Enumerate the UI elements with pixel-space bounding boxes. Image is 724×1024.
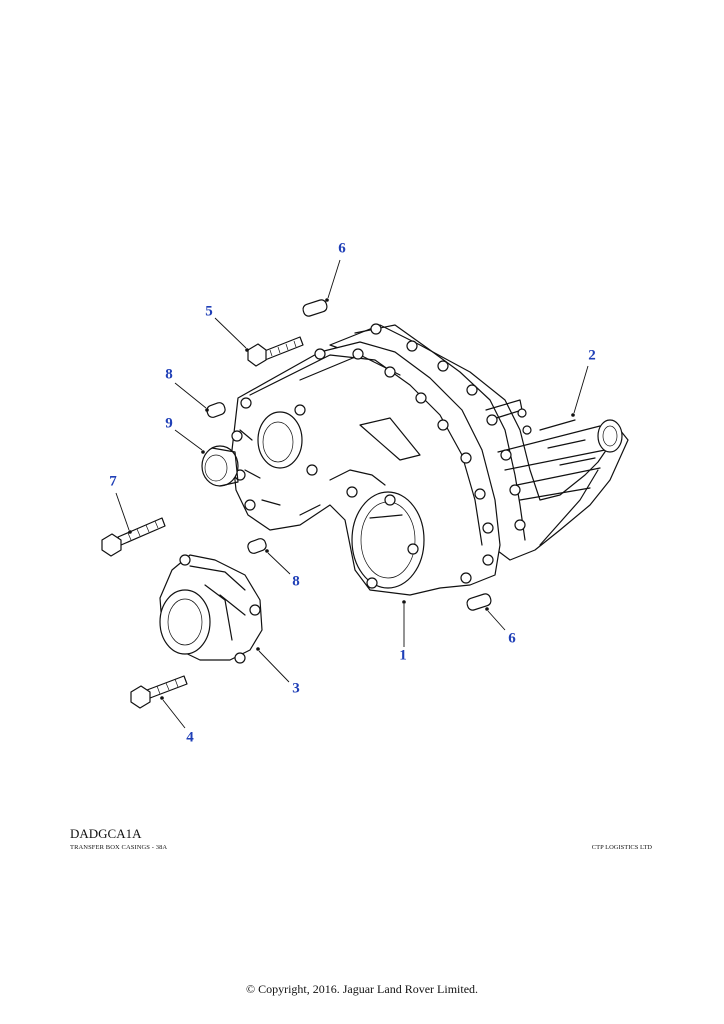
diagram-subtitle: TRANSFER BOX CASINGS - 38A (70, 844, 168, 851)
bolt-4 (130, 675, 188, 709)
diagram-code: DADGCA1A (70, 826, 142, 841)
callout-c2[interactable]: 2 (588, 347, 596, 364)
callout-c1[interactable]: 1 (399, 647, 407, 664)
dowel-upper (206, 402, 226, 418)
callout-c8a[interactable]: 8 (165, 366, 173, 383)
supplier-name: CTP LOGISTICS LTD (591, 844, 652, 851)
callout-c6b[interactable]: 6 (508, 630, 516, 647)
seal (201, 445, 239, 487)
leader-lines (115, 259, 589, 729)
dowel-lower (247, 538, 267, 554)
dowel-right (466, 593, 492, 611)
callout-c6a[interactable]: 6 (338, 240, 346, 257)
callout-c8b[interactable]: 8 (292, 573, 300, 590)
bolt-7 (101, 517, 166, 557)
callout-c4[interactable]: 4 (186, 729, 194, 746)
callout-c7[interactable]: 7 (109, 473, 117, 490)
copyright-notice: © Copyright, 2016. Jaguar Land Rover Lim… (245, 982, 479, 996)
output-housing (159, 554, 263, 664)
dowel-top (302, 299, 328, 317)
front-casing (231, 341, 501, 596)
bolt-5 (247, 336, 304, 367)
callout-c5[interactable]: 5 (205, 303, 213, 320)
callout-c3[interactable]: 3 (292, 680, 300, 697)
rear-casing (329, 323, 629, 561)
callout-c9[interactable]: 9 (165, 415, 173, 432)
casing-bolt-holes (231, 348, 494, 589)
